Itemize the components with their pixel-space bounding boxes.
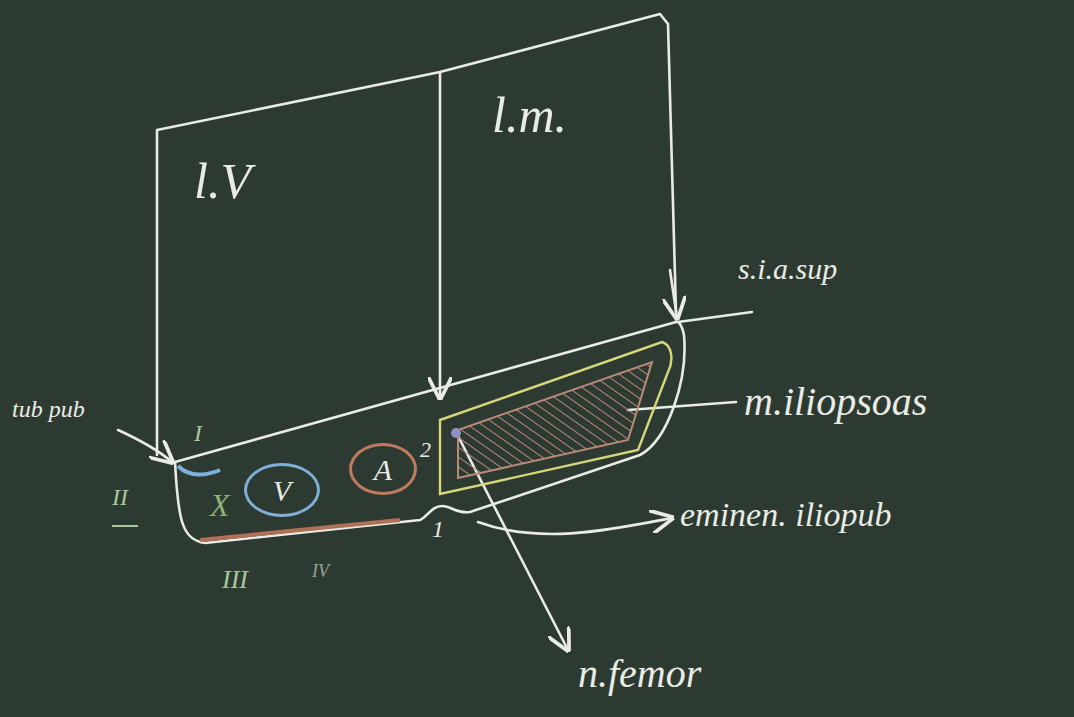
vessel-circle: A bbox=[349, 443, 417, 495]
lacuna-box: l.V bbox=[190, 150, 257, 213]
nerve-label: n.femor bbox=[578, 652, 701, 696]
callout-number: IV bbox=[312, 562, 329, 582]
vessel-circle: V bbox=[244, 463, 320, 517]
muscle-label: m.iliopsoas bbox=[744, 380, 927, 424]
femoral-nerve-dot bbox=[451, 428, 461, 438]
muscle-hatch bbox=[458, 362, 652, 478]
lacunar-ligament bbox=[178, 466, 220, 475]
tubercle-arrow bbox=[118, 430, 172, 462]
node-mark: X bbox=[210, 488, 230, 523]
region-label: l.V bbox=[194, 154, 253, 209]
vessel-letter: A bbox=[374, 453, 392, 486]
pectineal-band bbox=[200, 520, 400, 540]
region-label: l.m. bbox=[492, 88, 569, 143]
leader-line bbox=[628, 402, 736, 410]
eminence-label: eminen. iliopub bbox=[680, 496, 892, 533]
spine-label: s.i.a.sup bbox=[738, 252, 837, 285]
side-arrow bbox=[670, 270, 677, 318]
callout-number: III bbox=[222, 566, 248, 595]
numeral-underline bbox=[112, 525, 138, 527]
callout-number: I bbox=[194, 420, 202, 446]
lacuna-box: l.m. bbox=[488, 84, 573, 147]
muscle-outline bbox=[440, 342, 671, 494]
callout-number: 2 bbox=[420, 438, 431, 462]
tubercle-label: tub pub bbox=[12, 396, 85, 422]
pelvic-contour bbox=[175, 322, 685, 543]
vessel-letter: V bbox=[273, 474, 291, 507]
divider-arrow bbox=[439, 72, 442, 398]
callout-number: II bbox=[112, 484, 128, 510]
callout-number: 1 bbox=[432, 516, 444, 542]
asis-line bbox=[678, 312, 752, 322]
